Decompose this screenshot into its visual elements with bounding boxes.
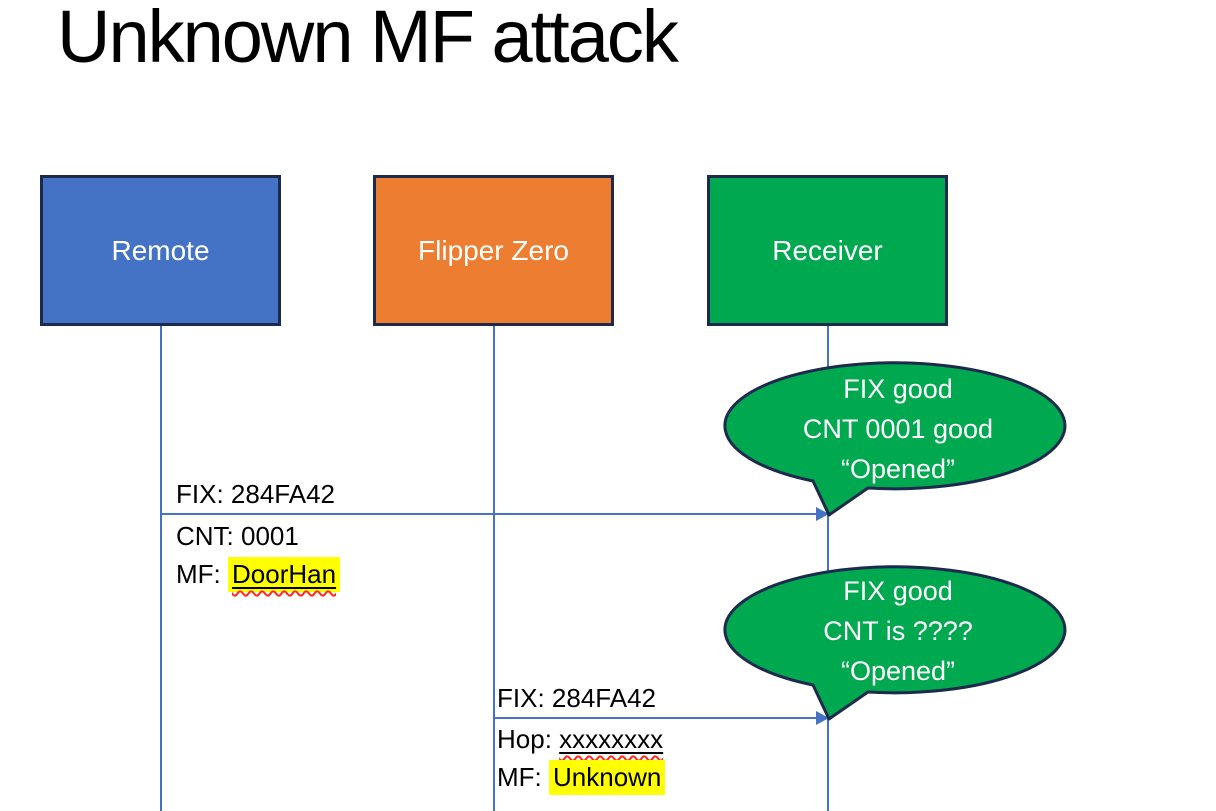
message1-arrow-line (161, 513, 817, 515)
message2-arrow-line (494, 717, 817, 719)
message1-mf-value: DoorHan (232, 559, 337, 589)
bubble1-line2: CNT 0001 good (802, 414, 994, 444)
page-title: Unknown MF attack (57, 0, 679, 78)
actor-box-remote: Remote (40, 175, 281, 326)
message2-fix-label: FIX: 284FA42 (497, 683, 656, 713)
speech-bubble-1-text: FIX good CNT 0001 good “Opened” (728, 369, 1068, 489)
actor-label-flipper-zero: Flipper Zero (418, 234, 569, 266)
message2-mf-value: Unknown (549, 760, 666, 795)
message2-hop-label: Hop: xxxxxxxx (497, 724, 663, 755)
lifeline-receiver (827, 326, 829, 811)
speech-bubble-1 (723, 361, 1067, 517)
bubble2-line3: “Opened” (840, 656, 956, 686)
message2-mf-label: MF: Unknown (497, 760, 666, 795)
message1-fix-label: FIX: 284FA42 (176, 479, 335, 509)
actor-box-receiver: Receiver (707, 175, 948, 326)
message2-hop-prefix: Hop: (497, 724, 560, 754)
message2-hop-value: xxxxxxxx (559, 724, 664, 754)
lifeline-flipper-zero (493, 326, 495, 811)
message1-mf-label: MF: DoorHan (176, 557, 341, 592)
bubble1-line3: “Opened” (840, 454, 956, 484)
actor-label-remote: Remote (111, 234, 210, 266)
actor-box-flipper-zero: Flipper Zero (373, 175, 614, 326)
bubble2-line2: CNT is ???? (823, 616, 973, 646)
bubble1-line1: FIX good (843, 374, 953, 404)
actor-label-receiver: Receiver (772, 234, 883, 266)
message2-mf-prefix: MF: (497, 762, 549, 792)
speech-bubble-2 (723, 565, 1067, 721)
bubble2-line1: FIX good (843, 576, 953, 606)
message1-mf-highlight: DoorHan (228, 557, 341, 592)
speech-bubble-2-text: FIX good CNT is ???? “Opened” (728, 571, 1068, 691)
lifeline-remote (160, 326, 162, 811)
message1-mf-prefix: MF: (176, 559, 228, 589)
message1-cnt-label: CNT: 0001 (176, 521, 299, 551)
